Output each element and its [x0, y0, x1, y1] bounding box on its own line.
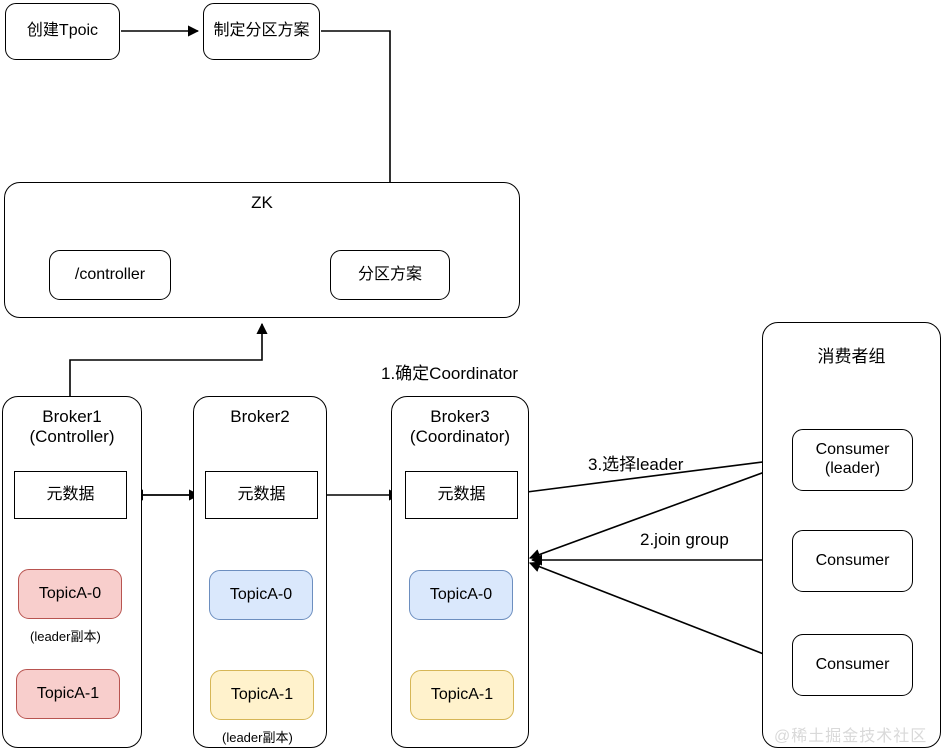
- node-broker2-metadata[interactable]: 元数据: [205, 471, 318, 519]
- node-broker1-topicA-0[interactable]: TopicA-0: [18, 569, 122, 619]
- connector-join-group-3: [528, 561, 793, 666]
- broker1-title: Broker1 (Controller): [29, 407, 115, 447]
- node-consumer-3[interactable]: Consumer: [792, 634, 913, 696]
- node-broker1-topicA-1[interactable]: TopicA-1: [16, 669, 120, 719]
- label-step-2: 2.join group: [640, 530, 729, 549]
- connector-broker1-to-zk: [69, 322, 268, 396]
- broker2-title: Broker2: [230, 407, 290, 426]
- label-step-3: 3.选择leader: [588, 455, 684, 474]
- node-consumer-leader[interactable]: Consumer (leader): [792, 429, 913, 491]
- node-broker2-topicA-0[interactable]: TopicA-0: [209, 570, 313, 620]
- node-broker1-metadata[interactable]: 元数据: [14, 471, 127, 519]
- node-broker3-topicA-0[interactable]: TopicA-0: [409, 570, 513, 620]
- node-broker3-topicA-1[interactable]: TopicA-1: [410, 670, 514, 720]
- broker3-title: Broker3 (Coordinator): [409, 407, 511, 447]
- node-broker3-metadata[interactable]: 元数据: [405, 471, 518, 519]
- consumer-group-title: 消费者组: [817, 347, 886, 366]
- label-broker2-topicA-1-note: (leader副本): [222, 730, 293, 745]
- label-broker1-topicA-0-note: (leader副本): [30, 629, 101, 644]
- node-broker2-topicA-1[interactable]: TopicA-1: [210, 670, 314, 720]
- watermark-text: @稀土掘金技术社区: [774, 728, 928, 745]
- label-step-1: 1.确定Coordinator: [381, 364, 519, 383]
- zk-title: ZK: [251, 193, 273, 212]
- node-consumer-2[interactable]: Consumer: [792, 530, 913, 592]
- node-zk-controller[interactable]: /controller: [49, 250, 171, 300]
- node-zk-partition-plan[interactable]: 分区方案: [330, 250, 450, 300]
- node-make-partition-plan[interactable]: 制定分区方案: [203, 3, 320, 60]
- node-create-topic[interactable]: 创建Tpoic: [5, 3, 120, 60]
